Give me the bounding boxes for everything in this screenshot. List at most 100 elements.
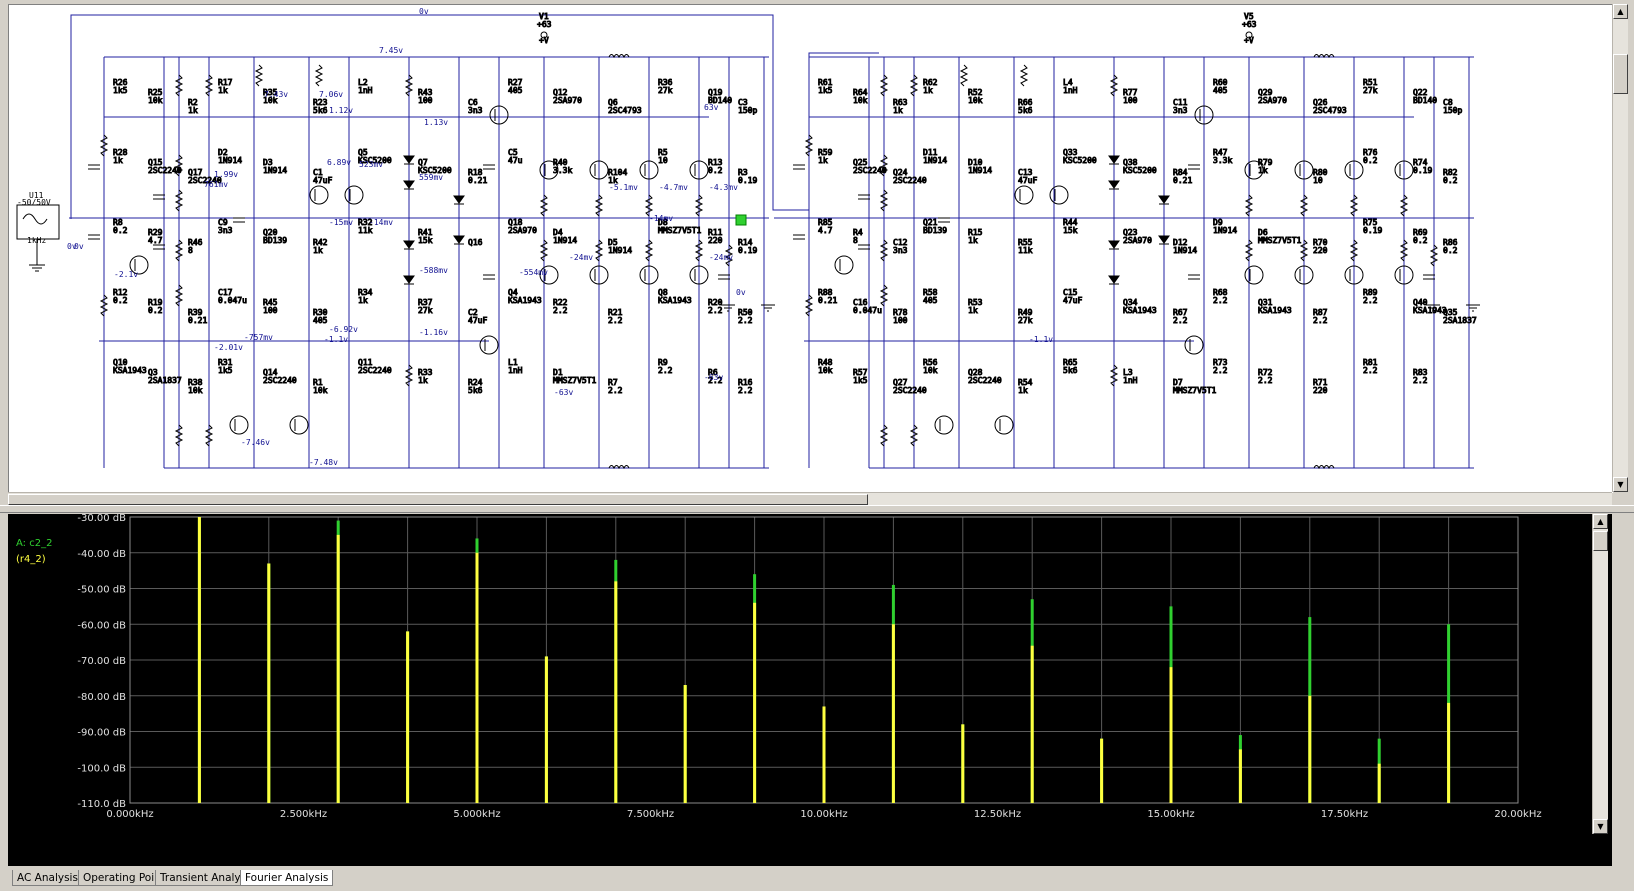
resistor <box>1019 64 1029 87</box>
bar-r4_2 <box>614 581 618 803</box>
node-voltage: -6.92v <box>329 325 358 334</box>
component-label: R57 <box>853 368 868 377</box>
scroll-down-arrow-icon[interactable]: ▼ <box>1593 819 1608 834</box>
component-label: R12 <box>113 288 128 297</box>
component-value: 2SA970 <box>508 226 537 235</box>
component-value: 0.19 <box>738 176 757 185</box>
component-value: 5k6 <box>1063 366 1078 375</box>
scroll-thumb[interactable] <box>1593 531 1608 551</box>
resistor <box>1244 239 1254 262</box>
scroll-down-arrow-icon[interactable]: ▼ <box>1613 477 1628 492</box>
schematic-vertical-scrollbar[interactable]: ▲ ▼ <box>1612 4 1628 492</box>
node-voltage: 7.45v <box>379 46 403 55</box>
component-label: R73 <box>1213 358 1228 367</box>
resistor <box>1109 74 1119 97</box>
scroll-thumb[interactable] <box>1613 54 1628 94</box>
component-value: 47uF <box>313 176 332 185</box>
bar-r4_2 <box>891 624 895 803</box>
component-label: C13 <box>1018 168 1033 177</box>
resistor <box>404 364 414 387</box>
component-label: R37 <box>418 298 433 307</box>
component-label: R33 <box>418 368 433 377</box>
component-label: R40 <box>553 158 568 167</box>
tab-transient-analysis[interactable]: Transient Analysis <box>155 870 260 886</box>
component-label: R76 <box>1363 148 1378 157</box>
component-label: R38 <box>188 378 203 387</box>
tab-operating-point[interactable]: Operating Point <box>78 870 170 886</box>
component-label: R61 <box>818 78 833 87</box>
component-value: 405 <box>1213 86 1228 95</box>
resistor <box>174 74 184 97</box>
component-value: 2SC2240 <box>968 376 1002 385</box>
component-value: 1k <box>418 376 428 385</box>
component-value: 1k <box>113 156 123 165</box>
component-value: 0.2 <box>1363 156 1378 165</box>
component-label: R3 <box>738 168 748 177</box>
component-label: R52 <box>968 88 983 97</box>
node-voltage: -63v <box>554 388 573 397</box>
resistor <box>204 424 214 447</box>
ground-icon <box>1426 304 1440 312</box>
resistor <box>594 194 604 217</box>
pane-splitter[interactable] <box>0 505 1634 513</box>
resistor <box>174 424 184 447</box>
scroll-thumb[interactable] <box>8 494 868 505</box>
rail-terminal <box>540 31 548 39</box>
component-label: L3 <box>1123 368 1133 377</box>
transistor <box>689 160 709 180</box>
component-label: R42 <box>313 238 328 247</box>
tab-fourier-analysis[interactable]: Fourier Analysis <box>240 870 334 886</box>
bar-r4_2 <box>267 563 271 803</box>
component-label: R74 <box>1413 158 1428 167</box>
component-value: 1N914 <box>553 236 577 245</box>
transistor <box>129 255 149 275</box>
component-label: R28 <box>113 148 128 157</box>
capacitor <box>793 164 805 170</box>
x-tick-label: 10.00kHz <box>800 809 847 820</box>
schematic-horizontal-scrollbar[interactable] <box>8 492 1612 506</box>
bar-r4_2 <box>406 631 410 803</box>
analysis-tab-bar: AC Analysis Operating Point Transient An… <box>8 868 1612 888</box>
component-value: 0.2 <box>148 306 163 315</box>
fourier-analysis-plot[interactable]: -30.00 dB-40.00 dB-50.00 dB-60.00 dB-70.… <box>8 514 1612 866</box>
component-label: R87 <box>1313 308 1328 317</box>
component-label: R13 <box>708 158 723 167</box>
resistor <box>959 64 969 87</box>
resistor <box>804 134 814 157</box>
component-label: Q11 <box>358 358 373 367</box>
component-value: 27k <box>658 86 673 95</box>
diode <box>403 275 415 285</box>
rail-label: V5 <box>1244 12 1254 21</box>
scroll-up-arrow-icon[interactable]: ▲ <box>1593 514 1608 529</box>
tab-ac-analysis[interactable]: AC Analysis <box>12 870 83 886</box>
diode <box>1108 240 1120 250</box>
component-value: 1N914 <box>1213 226 1237 235</box>
component-value: 2SC2240 <box>893 176 927 185</box>
component-label: C16 <box>853 298 868 307</box>
rail-sub: +V <box>1244 36 1254 45</box>
plot-vertical-scrollbar[interactable]: ▲ ▼ <box>1592 514 1608 834</box>
transistor <box>1294 265 1314 285</box>
diode <box>1158 235 1170 245</box>
bar-r4_2 <box>544 656 548 803</box>
component-value: 1N914 <box>968 166 992 175</box>
scroll-up-arrow-icon[interactable]: ▲ <box>1613 4 1628 19</box>
component-value: 220 <box>708 236 723 245</box>
component-value: 100 <box>263 306 278 315</box>
component-label: R24 <box>468 378 483 387</box>
component-label: R32 <box>358 218 373 227</box>
component-label: R11 <box>708 228 723 237</box>
component-label: R58 <box>923 288 938 297</box>
component-value: 0.2 <box>113 296 128 305</box>
bar-r4_2 <box>1238 749 1242 803</box>
component-value: 1k <box>1258 166 1268 175</box>
component-value: 1nH <box>508 366 523 375</box>
component-value: 3n3 <box>893 246 908 255</box>
node-voltage: 1.12v <box>329 106 353 115</box>
y-tick-label: -110.0 dB <box>77 799 126 810</box>
resistor <box>644 194 654 217</box>
y-tick-label: -40.00 dB <box>77 549 126 560</box>
